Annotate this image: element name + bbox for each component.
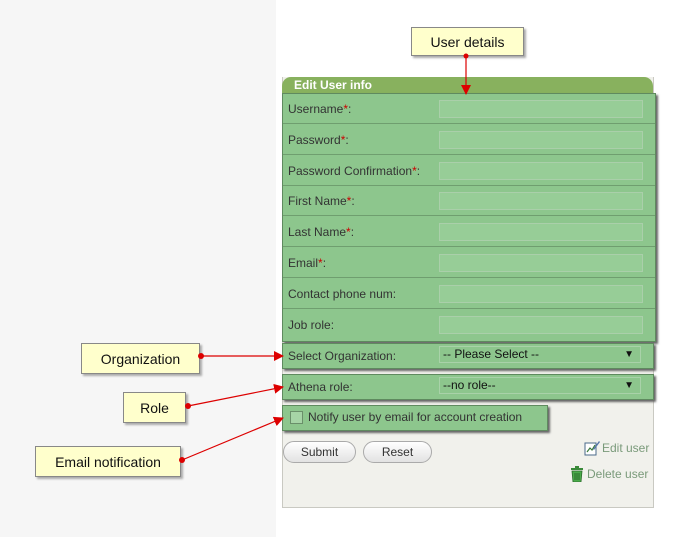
role-label: Athena role: [288,380,353,394]
password-confirmation-row: Password Confirmation*: [283,156,655,186]
trash-icon [569,466,585,483]
edit-user-link[interactable]: Edit user [584,440,649,456]
email-input[interactable] [439,254,643,272]
first-name-label: First Name [288,194,347,208]
job-role-label: Job role [288,318,331,332]
last-name-input[interactable] [439,223,643,241]
email-row: Email*: [283,248,655,278]
last-name-row: Last Name*: [283,217,655,247]
role-selected-value: --no role-- [443,378,496,392]
notify-label: Notify user by email for account creatio… [308,410,523,424]
role-row: Athena role: --no role-- ▼ [282,374,654,400]
notify-checkbox[interactable] [290,411,303,424]
edit-user-label: Edit user [602,441,650,455]
organization-selected-value: -- Please Select -- [443,347,540,361]
dropdown-caret-icon: ▼ [624,380,634,391]
contact-phone-row: Contact phone num: [283,279,655,309]
job-role-row: Job role: [283,310,655,340]
last-name-label: Last Name [288,225,347,239]
arrow-role [185,383,284,409]
reset-button[interactable]: Reset [363,441,432,463]
required-marker: * [343,102,349,116]
username-label: Username [288,102,344,116]
arrow-user-details [461,53,471,95]
organization-row: Select Organization: -- Please Select --… [282,343,654,369]
password-row: Password*: [283,125,655,155]
callout-role: Role [123,392,186,423]
username-input[interactable] [439,100,643,118]
required-marker: * [346,225,351,239]
organization-label: Select Organization: [288,349,397,363]
contact-phone-label: Contact phone num [288,287,393,301]
username-row: Username*: [283,94,655,124]
delete-user-label: Delete user [587,467,649,481]
job-role-input[interactable] [439,316,643,334]
required-marker: * [346,194,352,208]
submit-button[interactable]: Submit [283,441,356,463]
first-name-row: First Name*: [283,186,655,216]
arrow-organization [198,351,284,361]
dropdown-caret-icon: ▼ [624,349,634,360]
email-label: Email [288,256,319,270]
password-input[interactable] [439,131,643,149]
notify-row: Notify user by email for account creatio… [282,405,548,431]
callout-organization: Organization [81,343,200,374]
edit-user-icon [584,440,600,456]
required-marker: * [340,133,346,147]
password-confirmation-input[interactable] [439,162,643,180]
contact-phone-input[interactable] [439,285,643,303]
delete-user-link[interactable]: Delete user [569,466,649,483]
callout-user-details: User details [411,27,524,56]
organization-select[interactable]: -- Please Select -- ▼ [439,346,641,363]
required-marker: * [318,256,323,270]
user-details-fields: Username*: Password*: Password Confirmat… [282,93,656,342]
role-select[interactable]: --no role-- ▼ [439,377,641,394]
required-marker: * [412,164,417,178]
arrow-email-notification [179,416,284,463]
callout-email-notification: Email notification [35,446,181,477]
password-confirmation-label: Password Confirmation [288,164,413,178]
password-label: Password [288,133,341,147]
first-name-input[interactable] [439,192,643,210]
